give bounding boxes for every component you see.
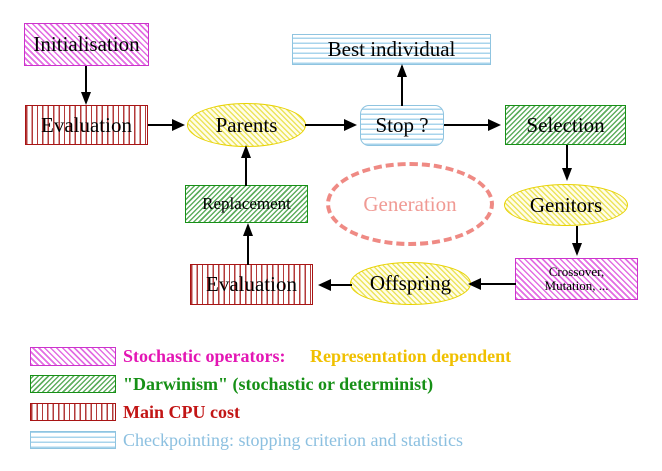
arrowhead-crossover-to-offspring (468, 278, 481, 290)
arrowhead-parents-to-stop (344, 119, 357, 131)
legend-swatch-stochastic-operators (30, 347, 116, 366)
node-genitors-label: Genitors (529, 192, 603, 217)
legend-label-main-cpu-cost: Main CPU cost (123, 402, 240, 422)
legend-swatch-checkpointing (30, 431, 116, 449)
node-evaluation-top-label: Evaluation (41, 112, 132, 137)
connector-initialisation-to-evaluation (85, 66, 87, 94)
node-selection[interactable]: Selection (505, 105, 626, 145)
arrowhead-offspring-to-evaluation (318, 279, 331, 291)
arrowhead-selection-to-genitors (562, 168, 572, 181)
node-best-individual-label: Best individual (327, 37, 456, 62)
node-parents-label: Parents (215, 112, 278, 137)
connector-stop-to-best-individual (401, 66, 403, 106)
node-generation-label: Generation (363, 191, 457, 216)
arrowhead-replacement-to-parents (241, 145, 251, 158)
node-stop[interactable]: Stop ? (360, 105, 444, 146)
connector-replacement-to-parents (245, 150, 247, 186)
node-selection-label: Selection (526, 112, 605, 137)
legend-label-representation-dependent: Representation dependent (310, 346, 512, 366)
legend-swatch-main-cpu-cost (30, 403, 116, 421)
node-genitors[interactable]: Genitors (504, 184, 628, 226)
node-evaluation-bottom[interactable]: Evaluation (190, 264, 313, 305)
connector-crossover-to-offspring (480, 283, 516, 285)
arrowhead-evaluation-to-replacement (243, 223, 253, 236)
connector-genitors-to-crossover (576, 226, 578, 245)
legend-label-stochastic-operators: Stochastic operators: (123, 346, 286, 366)
node-initialisation[interactable]: Initialisation (24, 23, 149, 66)
node-replacement-label: Replacement (202, 194, 291, 214)
node-best-individual[interactable]: Best individual (292, 34, 491, 65)
node-evaluation-top[interactable]: Evaluation (25, 105, 148, 145)
arrowhead-evaluation-to-parents (172, 119, 185, 131)
node-offspring[interactable]: Offspring (350, 262, 471, 305)
legend-label-darwinism: "Darwinism" (stochastic or determinist) (123, 374, 434, 394)
arrowhead-genitors-to-crossover (572, 243, 582, 256)
connector-evaluation-to-parents (148, 124, 175, 126)
node-initialisation-label: Initialisation (33, 32, 140, 57)
legend-swatch-darwinism (30, 375, 116, 393)
node-stop-label: Stop ? (375, 113, 429, 138)
node-crossover-mutation[interactable]: Crossover, Mutation, ... (515, 258, 638, 300)
node-replacement[interactable]: Replacement (185, 185, 308, 223)
arrowhead-initialisation-to-evaluation (81, 92, 91, 105)
node-parents[interactable]: Parents (187, 103, 306, 147)
node-evaluation-bottom-label: Evaluation (206, 272, 297, 297)
node-generation-cycle: Generation (326, 162, 494, 246)
arrowhead-stop-to-best-individual (397, 64, 407, 77)
connector-offspring-to-evaluation (330, 284, 352, 286)
connector-stop-to-selection (444, 124, 489, 126)
connector-evaluation-to-replacement (247, 227, 249, 265)
node-offspring-label: Offspring (369, 271, 452, 296)
legend-label-checkpointing: Checkpointing: stopping criterion and st… (123, 430, 463, 450)
connector-parents-to-stop (305, 124, 346, 126)
arrowhead-stop-to-selection (488, 119, 501, 131)
connector-selection-to-genitors (566, 145, 568, 170)
node-crossover-mutation-label: Crossover, Mutation, ... (544, 264, 609, 293)
